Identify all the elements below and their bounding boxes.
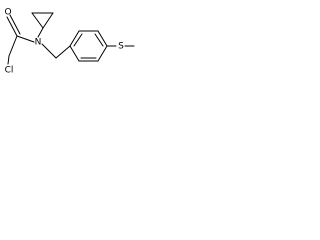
chemical-structure-diagram: O N Cl S (4, 8, 135, 76)
benzene-bond-4 (97, 45, 108, 62)
bond-carbonyl-ch2 (8, 35, 18, 57)
bond-carbonyl-n (16, 35, 35, 43)
benzene-bond-3 (97, 30, 108, 47)
benzene-bond-1 (69, 30, 80, 47)
nitrogen-atom-label: N (35, 38, 42, 48)
bond-n-ch2 (41, 43, 57, 59)
benzene-bond-6 (69, 45, 80, 62)
sulfur-atom-label: S (118, 42, 124, 52)
chlorine-atom-label: Cl (5, 66, 14, 76)
bond-o-carbonyl-1 (6, 16, 18, 37)
benzene-double-bond-1 (73, 33, 83, 47)
benzene-double-bond-2 (94, 33, 104, 47)
bond-cyclopropyl-1 (31, 12, 44, 29)
bond-n-cyclopropyl (37, 27, 44, 38)
bond-ch2-ring (55, 45, 71, 59)
bond-cyclopropyl-3 (42, 12, 54, 29)
bond-o-carbonyl-2 (9, 14, 21, 35)
bond-ch2-cl (7, 55, 10, 65)
oxygen-atom-label: O (4, 8, 11, 18)
